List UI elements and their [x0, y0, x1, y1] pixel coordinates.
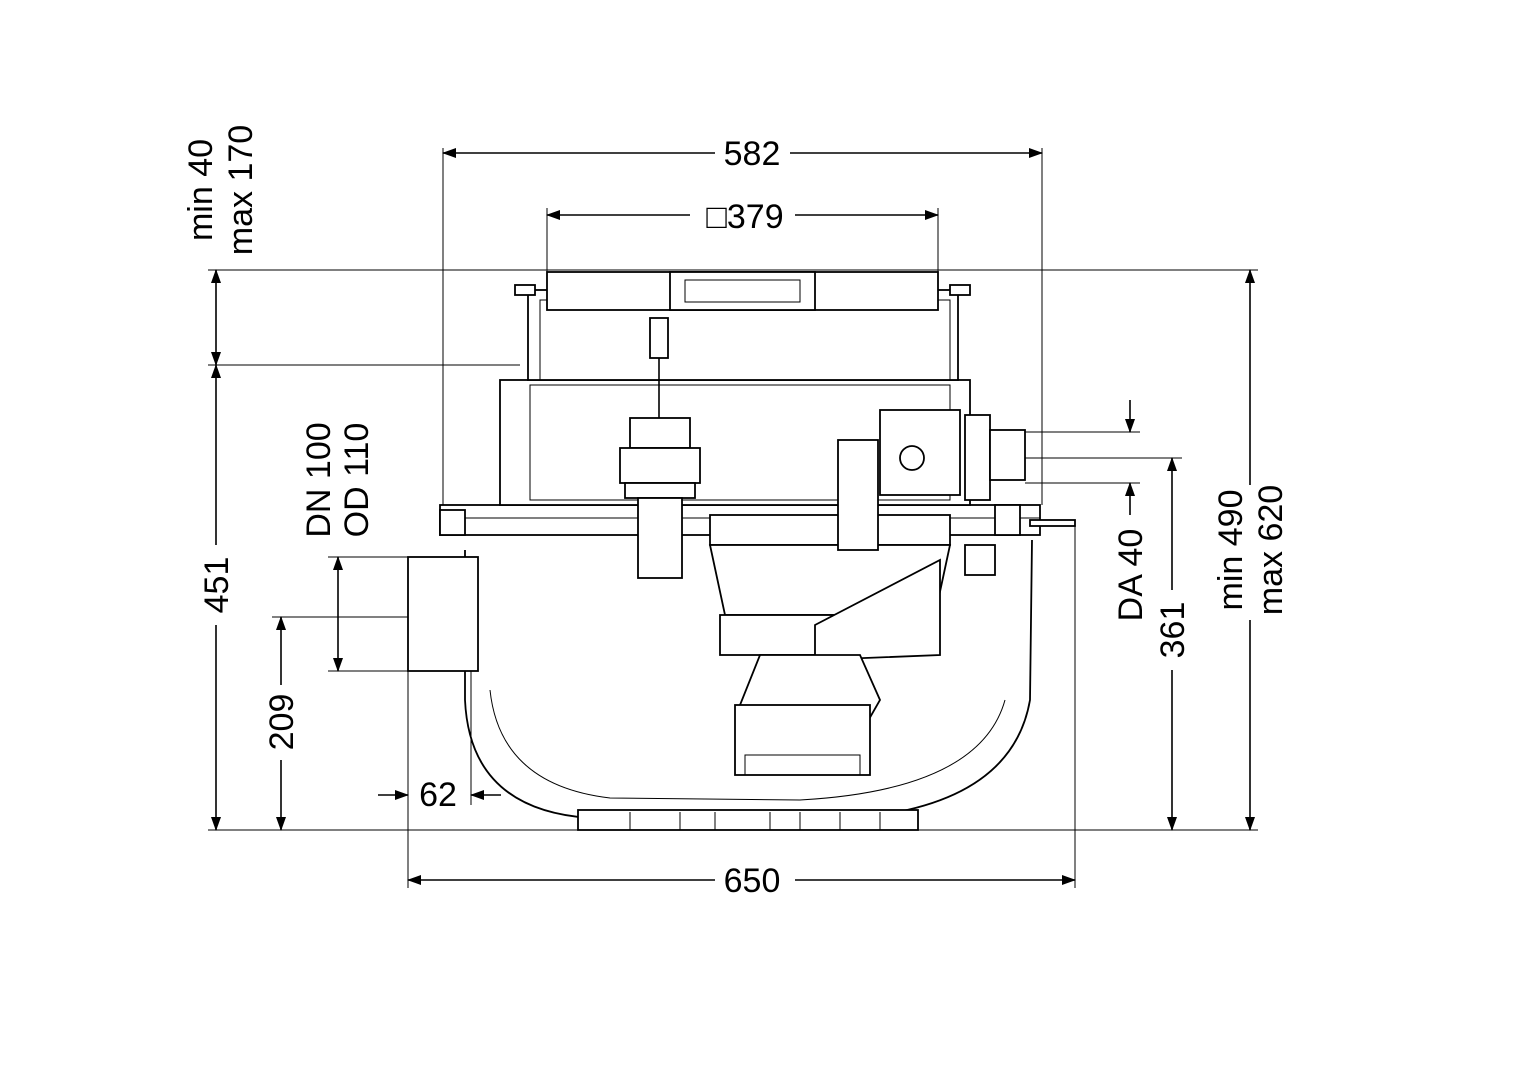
cover-square-label: □379 — [706, 198, 783, 236]
inlet-offset-label: 62 — [419, 776, 457, 814]
min-total-label: min 490 — [1212, 490, 1250, 611]
dimension-lines — [208, 148, 1258, 888]
width-bottom-label: 650 — [724, 862, 781, 900]
min-top-label: min 40 — [182, 139, 220, 241]
height-body-label: 451 — [198, 557, 236, 614]
outlet-height-label: 361 — [1154, 602, 1192, 659]
max-total-label: max 620 — [1252, 485, 1290, 615]
chamber-body — [407, 271, 1076, 831]
inlet-dn-label: DN 100 — [300, 422, 338, 537]
inlet-height-label: 209 — [263, 694, 301, 751]
inlet-od-label: OD 110 — [338, 423, 376, 538]
max-top-label: max 170 — [222, 125, 260, 255]
outlet-size-label: DA 40 — [1112, 529, 1150, 622]
width-top-label: 582 — [724, 135, 781, 173]
